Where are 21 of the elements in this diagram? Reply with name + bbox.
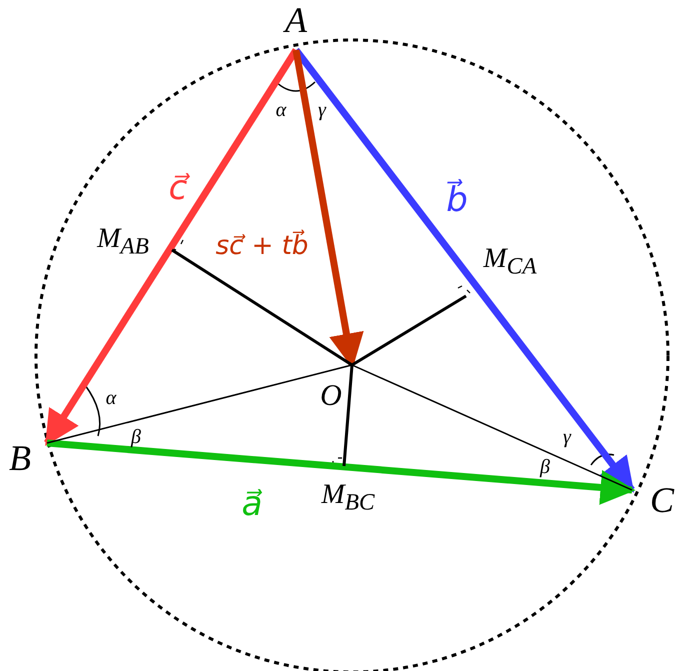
point-label: M$_{CA}$ — [483, 245, 537, 279]
point-label: M$_{AB}$ — [97, 225, 149, 259]
edge-label: a⃗ — [242, 487, 262, 521]
line-segment — [342, 364, 354, 466]
vector-arrow — [46, 440, 636, 505]
point-label: O — [320, 381, 342, 411]
point-label: M$_{BC}$ — [321, 481, 375, 515]
angle-label: α — [106, 388, 116, 408]
line-segment — [171, 248, 353, 366]
angle-label: γ — [563, 427, 571, 447]
angle-label: α — [276, 100, 286, 120]
angle-label: β — [540, 457, 550, 477]
line-segment — [351, 294, 467, 366]
point-label: A — [285, 2, 307, 38]
angle-label: β — [131, 427, 141, 447]
edge-label: c⃗ — [168, 171, 188, 205]
line-segment — [46, 364, 352, 444]
point-label: C — [650, 482, 674, 518]
line-segment — [352, 364, 632, 491]
angle-label: γ — [318, 100, 326, 120]
point-label: B — [9, 440, 31, 476]
